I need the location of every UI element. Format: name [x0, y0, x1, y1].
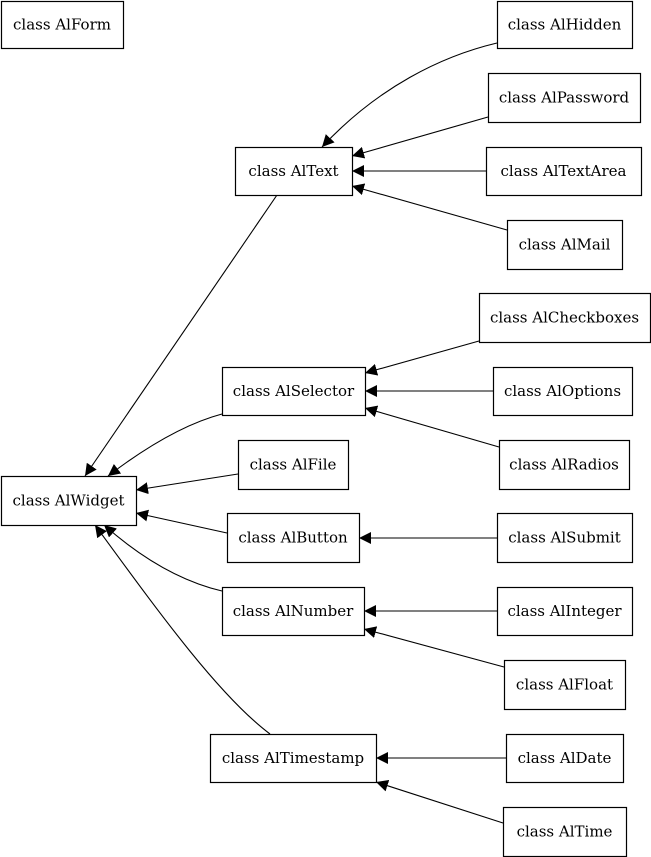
class-node-label: class AlTimestamp: [222, 749, 364, 767]
class-node-box: [221, 366, 367, 417]
edge-al-mail-to-al-text: [351, 183, 508, 231]
class-node-label: class AlSelector: [233, 382, 355, 400]
class-node-al-date: class AlDate: [505, 733, 625, 784]
class-node-label: class AlMail: [519, 236, 611, 254]
class-node-al-text: class AlText: [234, 146, 354, 197]
class-node-box: [505, 733, 625, 784]
class-node-al-button: class AlButton: [226, 512, 361, 564]
class-node-box: [234, 146, 354, 197]
class-node-al-options: class AlOptions: [492, 366, 634, 417]
inheritance-arrow: [103, 524, 223, 592]
class-node-label: class AlCheckboxes: [490, 309, 639, 327]
edge-al-timestamp-to-al-widget: [94, 524, 271, 735]
class-node-box: [487, 72, 642, 124]
class-node-al-widget: class AlWidget: [0, 475, 138, 527]
inheritance-arrow: [135, 473, 239, 495]
edge-al-hidden-to-al-text: [321, 42, 498, 148]
class-node-label: class AlSubmit: [508, 529, 621, 547]
class-node-al-integer: class AlInteger: [496, 586, 634, 637]
inheritance-arrow: [135, 509, 228, 534]
inheritance-arrow: [363, 626, 505, 668]
class-node-al-submit: class AlSubmit: [496, 512, 634, 564]
class-node-label: class AlWidget: [13, 492, 125, 510]
class-node-label: class AlTextArea: [501, 162, 627, 180]
class-node-box: [503, 659, 627, 711]
inheritance-arrow: [351, 116, 489, 159]
class-node-al-password: class AlPassword: [487, 72, 642, 124]
class-node-al-time: class AlTime: [502, 806, 628, 857]
class-node-label: class AlFile: [250, 456, 337, 474]
class-node-label: class AlInteger: [507, 602, 622, 620]
inheritance-arrow: [364, 405, 500, 448]
class-node-label: class AlText: [248, 162, 338, 180]
class-node-al-selector: class AlSelector: [221, 366, 367, 417]
class-node-al-radios: class AlRadios: [498, 439, 631, 491]
class-node-al-checkboxes: class AlCheckboxes: [478, 292, 651, 344]
inheritance-arrow: [375, 779, 504, 824]
class-node-al-number: class AlNumber: [221, 586, 366, 637]
edge-al-time-to-al-timestamp: [375, 779, 504, 824]
class-node-box: [0, 475, 138, 527]
class-node-box: [237, 439, 350, 491]
class-node-al-file: class AlFile: [237, 439, 350, 491]
edge-al-button-to-al-widget: [135, 509, 228, 534]
inheritance-arrow: [364, 340, 480, 376]
class-node-box: [0, 0, 125, 50]
edge-al-password-to-al-text: [351, 116, 489, 159]
class-node-label: class AlPassword: [499, 89, 630, 107]
edge-al-checkboxes-to-al-selector: [364, 340, 480, 376]
inheritance-arrow: [84, 194, 278, 477]
class-node-box: [498, 439, 631, 491]
class-node-al-float: class AlFloat: [503, 659, 627, 711]
class-node-box: [496, 586, 634, 637]
edge-al-text-to-al-widget: [84, 194, 278, 477]
class-node-al-hidden: class AlHidden: [496, 0, 634, 50]
class-node-label: class AlOptions: [504, 382, 621, 400]
inheritance-arrow: [107, 413, 223, 477]
class-node-al-form: class AlForm: [0, 0, 125, 50]
class-node-box: [496, 512, 634, 564]
class-node-label: class AlButton: [238, 529, 348, 547]
class-node-label: class AlForm: [13, 16, 111, 34]
edge-al-radios-to-al-selector: [364, 405, 500, 448]
class-node-label: class AlDate: [518, 749, 612, 767]
class-node-al-text-area: class AlTextArea: [485, 146, 643, 197]
inheritance-arrow: [94, 524, 271, 735]
class-node-label: class AlFloat: [516, 676, 613, 694]
class-node-box: [496, 0, 634, 50]
class-node-label: class AlRadios: [509, 456, 619, 474]
class-node-label: class AlNumber: [233, 602, 354, 620]
class-node-al-timestamp: class AlTimestamp: [209, 733, 378, 784]
edge-al-float-to-al-number: [363, 626, 505, 668]
class-node-box: [492, 366, 634, 417]
inheritance-arrow: [351, 183, 508, 231]
class-node-box: [221, 586, 366, 637]
class-node-label: class AlHidden: [508, 16, 622, 34]
class-node-box: [506, 219, 624, 271]
inheritance-arrow: [321, 42, 498, 148]
edge-al-file-to-al-widget: [135, 473, 239, 495]
class-node-box: [226, 512, 361, 564]
edges-layer: [84, 42, 508, 824]
class-node-label: class AlTime: [517, 823, 613, 841]
class-node-box: [209, 733, 378, 784]
edge-al-selector-to-al-widget: [107, 413, 223, 477]
edge-al-number-to-al-widget: [103, 524, 223, 592]
class-node-al-mail: class AlMail: [506, 219, 624, 271]
class-node-box: [485, 146, 643, 197]
